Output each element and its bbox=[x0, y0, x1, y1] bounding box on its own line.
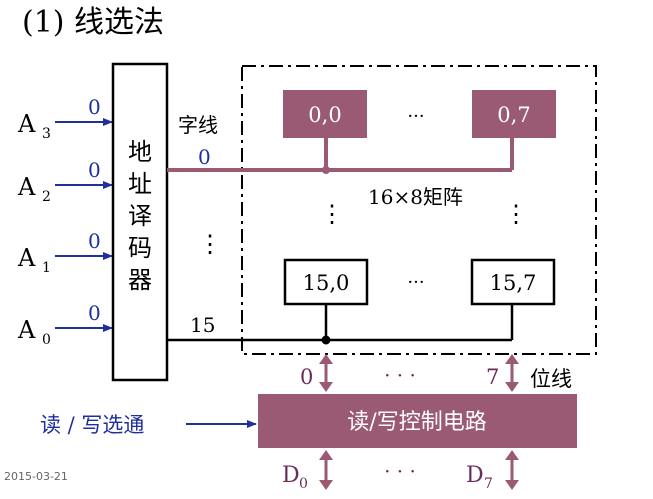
word-line-label: 字线 bbox=[178, 113, 218, 137]
data-line-ellipsis: · · · bbox=[384, 459, 416, 483]
cell-15-0 bbox=[283, 258, 369, 306]
input-value: 0 bbox=[88, 229, 101, 253]
cell-0-0 bbox=[283, 90, 367, 138]
data-line-first: D bbox=[282, 463, 300, 488]
data-line-arrow-7 bbox=[505, 450, 519, 490]
input-subscript: 2 bbox=[42, 189, 51, 205]
word-line-first-number: 0 bbox=[198, 145, 211, 169]
column-ellipsis: ⋮ bbox=[320, 200, 344, 228]
cell-label: 0,7 bbox=[497, 103, 530, 127]
bit-line-first: 0 bbox=[300, 365, 313, 389]
cell-15-7 bbox=[470, 258, 556, 306]
input-subscript: 3 bbox=[42, 126, 51, 142]
matrix-border bbox=[241, 65, 597, 355]
bit-line-arrow-7 bbox=[505, 354, 519, 392]
address-input-a2: A 2 0 bbox=[17, 158, 113, 205]
input-label: A bbox=[17, 244, 36, 272]
address-input-a1: A 1 0 bbox=[17, 229, 113, 276]
bit-line-arrow-0 bbox=[319, 354, 333, 392]
word-line-ellipsis: ⋮ bbox=[198, 230, 222, 258]
junction-dot bbox=[322, 166, 330, 174]
control-label: 读/写控制电路 bbox=[347, 410, 486, 435]
decoder-char: 码 bbox=[128, 234, 152, 262]
strobe-label: 读 / 写选通 bbox=[40, 413, 144, 437]
word-line-last-number: 15 bbox=[190, 313, 215, 337]
data-line-last: D bbox=[466, 463, 484, 488]
decoder-char: 址 bbox=[128, 170, 152, 198]
bit-line-label: 位线 bbox=[530, 367, 572, 391]
column-ellipsis: ⋮ bbox=[504, 200, 528, 228]
input-label: A bbox=[17, 316, 36, 344]
row-ellipsis: ··· bbox=[407, 272, 424, 293]
row-ellipsis: ··· bbox=[407, 106, 424, 127]
read-write-control-box bbox=[258, 394, 577, 448]
input-subscript: 1 bbox=[42, 260, 51, 276]
input-value: 0 bbox=[88, 301, 101, 325]
address-decoder-box bbox=[111, 62, 169, 382]
input-label: A bbox=[17, 173, 36, 201]
page-title: (1) 线选法 bbox=[22, 5, 164, 40]
cell-0-7 bbox=[472, 90, 556, 138]
cell-label: 15,0 bbox=[303, 271, 350, 295]
data-line-last-sub: 7 bbox=[484, 476, 493, 492]
bit-line-last: 7 bbox=[486, 365, 499, 389]
data-line-first-sub: 0 bbox=[299, 476, 308, 492]
address-input-a3: A 3 0 bbox=[17, 95, 113, 142]
address-input-a0: A 0 0 bbox=[17, 301, 113, 348]
cell-label: 0,0 bbox=[308, 103, 341, 127]
cell-label: 15,7 bbox=[490, 271, 537, 295]
decoder-char: 器 bbox=[128, 266, 152, 294]
input-label: A bbox=[17, 110, 36, 138]
data-line-arrow-0 bbox=[319, 450, 333, 490]
junction-dot bbox=[321, 335, 331, 345]
input-value: 0 bbox=[88, 158, 101, 182]
bit-line-ellipsis: · · · bbox=[384, 363, 416, 387]
slide-date: 2015-03-21 bbox=[4, 470, 68, 483]
input-value: 0 bbox=[88, 95, 101, 119]
matrix-label: 16×8矩阵 bbox=[368, 185, 463, 209]
decoder-char: 译 bbox=[128, 202, 152, 230]
decoder-char: 地 bbox=[128, 138, 152, 166]
input-subscript: 0 bbox=[42, 332, 51, 348]
